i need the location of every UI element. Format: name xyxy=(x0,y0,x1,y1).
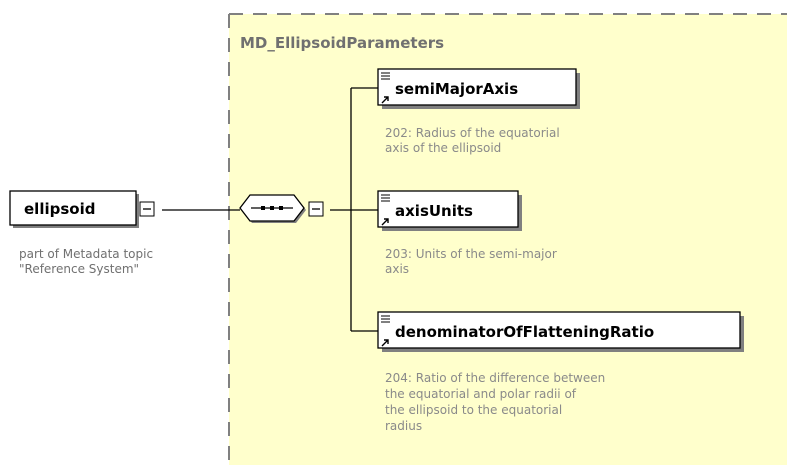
element-label: ellipsoid xyxy=(24,200,95,218)
child-annotation-line: the ellipsoid to the equatorial xyxy=(385,403,562,417)
element-content-icon xyxy=(381,72,390,80)
collapse-toggle-icon[interactable] xyxy=(308,201,324,217)
child-annotation-line: axis of the ellipsoid xyxy=(385,141,501,155)
child-annotation-line: 204: Ratio of the difference between xyxy=(385,371,605,385)
root-element-ellipsoid[interactable]: ellipsoid xyxy=(9,190,155,228)
child-annotation-line: axis xyxy=(385,262,409,276)
element-reference-arrow-icon xyxy=(381,218,389,226)
element-box xyxy=(377,311,741,349)
child-element-axisunits[interactable]: axisUnits xyxy=(377,190,522,231)
child-element-semimajoraxis[interactable]: semiMajorAxis xyxy=(377,68,580,109)
sequence-icon xyxy=(251,206,293,210)
complex-type-border xyxy=(228,13,787,465)
collapse-toggle-icon[interactable] xyxy=(139,201,155,217)
element-label: axisUnits xyxy=(395,202,473,220)
element-reference-arrow-icon xyxy=(381,339,389,347)
child-annotation-line: 202: Radius of the equatorial xyxy=(385,126,560,140)
element-reference-arrow-icon xyxy=(381,96,389,104)
child-annotation-line: radius xyxy=(385,419,422,433)
element-box xyxy=(377,190,519,228)
child-element-denominatorofflatteningratio[interactable]: denominatorOfFlatteningRatio xyxy=(377,311,744,352)
sequence-compositor[interactable] xyxy=(239,194,324,223)
element-label: semiMajorAxis xyxy=(395,80,518,98)
root-annotation-line-2: "Reference System" xyxy=(19,262,139,276)
connector-lines xyxy=(162,87,378,332)
element-label: denominatorOfFlatteningRatio xyxy=(395,323,654,341)
child-annotation-line: the equatorial and polar radii of xyxy=(385,387,577,401)
child-annotation-line: 203: Units of the semi-major xyxy=(385,247,557,261)
element-content-icon xyxy=(381,315,390,323)
element-box xyxy=(377,68,577,106)
element-box xyxy=(9,190,137,226)
root-annotation-line-1: part of Metadata topic xyxy=(19,247,153,261)
element-content-icon xyxy=(381,194,390,202)
complex-type-title: MD_EllipsoidParameters xyxy=(240,34,444,52)
